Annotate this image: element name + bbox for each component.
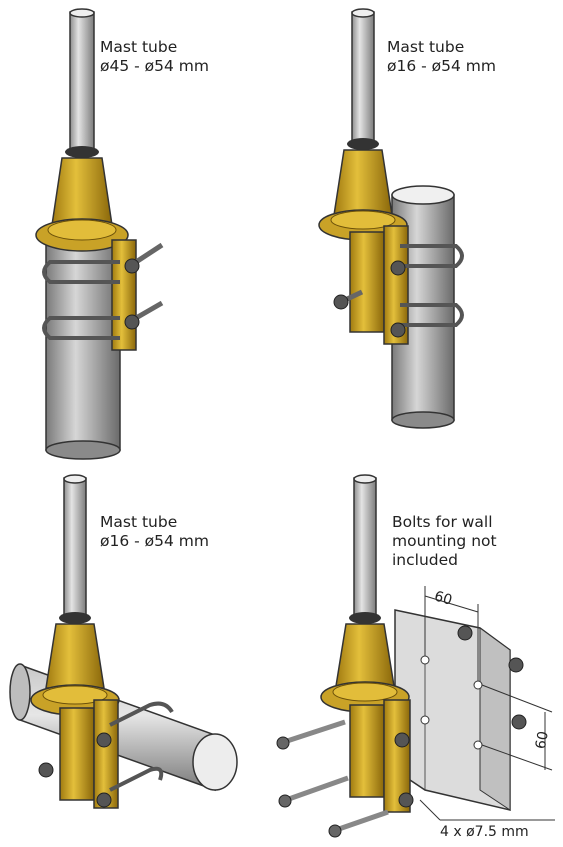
brass-clamp bbox=[349, 231, 385, 333]
brass-cone bbox=[335, 623, 395, 687]
panel-vertical-mount bbox=[35, 8, 164, 460]
caption-wall: Bolts for wall mounting not included bbox=[392, 513, 497, 570]
antenna-rod bbox=[69, 11, 95, 153]
brass-cone bbox=[45, 623, 105, 689]
caption-line: Bolts for wall bbox=[392, 513, 493, 531]
nut bbox=[511, 714, 527, 730]
brass-cone bbox=[333, 149, 393, 216]
caption-vertical: Mast tube ø45 - ø54 mm bbox=[100, 38, 209, 76]
caption-line: mounting not bbox=[392, 532, 497, 550]
caption-line: Mast tube bbox=[100, 513, 178, 531]
antenna-rod bbox=[353, 477, 377, 619]
caption-horizontal: Mast tube ø16 - ø54 mm bbox=[100, 513, 209, 551]
panel-horizontal-mount bbox=[9, 474, 238, 809]
antenna-rod bbox=[351, 11, 375, 145]
u-bolt-upper bbox=[42, 260, 120, 284]
nut bbox=[124, 314, 140, 330]
bolt bbox=[283, 719, 346, 745]
u-bolt-upper bbox=[109, 701, 174, 727]
dim-hole-spacing-v: 60 bbox=[533, 730, 552, 750]
brass-clamp bbox=[59, 707, 95, 801]
caption-line: ø16 - ø54 mm bbox=[387, 57, 496, 75]
nut bbox=[333, 294, 349, 310]
nut bbox=[508, 657, 524, 673]
panel-wall-mount: 60 60 4 x ø7.5 mm bbox=[276, 474, 555, 840]
nut bbox=[398, 792, 414, 808]
nut bbox=[390, 322, 406, 338]
nut bbox=[38, 762, 54, 778]
dimension-lines bbox=[419, 586, 555, 821]
u-bolt-lower bbox=[400, 303, 464, 327]
brass-clamp bbox=[349, 704, 385, 798]
nut bbox=[124, 258, 140, 274]
caption-line: Mast tube bbox=[100, 38, 178, 56]
mount-hole bbox=[420, 715, 430, 725]
mount-hole bbox=[420, 655, 430, 665]
nut bbox=[96, 732, 112, 748]
dim-hole-diameter: 4 x ø7.5 mm bbox=[440, 824, 529, 840]
brass-clamp bbox=[111, 239, 137, 351]
brass-clamp bbox=[93, 699, 119, 809]
dim-hole-spacing-h: 60 bbox=[432, 588, 454, 608]
nut bbox=[390, 260, 406, 276]
panel-side-mount bbox=[318, 8, 464, 429]
nut bbox=[394, 732, 410, 748]
antenna-rod bbox=[63, 477, 87, 619]
caption-line: ø16 - ø54 mm bbox=[100, 532, 209, 550]
bolt bbox=[335, 809, 389, 833]
caption-side: Mast tube ø16 - ø54 mm bbox=[387, 38, 496, 76]
caption-line: Mast tube bbox=[387, 38, 465, 56]
nut bbox=[457, 625, 473, 641]
mount-hole bbox=[473, 680, 483, 690]
u-bolt-lower bbox=[42, 316, 120, 340]
mount-hole bbox=[473, 740, 483, 750]
caption-line: included bbox=[392, 551, 458, 569]
brass-cone bbox=[51, 157, 113, 226]
caption-line: ø45 - ø54 mm bbox=[100, 57, 209, 75]
u-bolt-lower bbox=[109, 766, 164, 792]
bolt bbox=[285, 775, 349, 803]
u-bolt-upper bbox=[400, 244, 464, 268]
nut bbox=[96, 792, 112, 808]
